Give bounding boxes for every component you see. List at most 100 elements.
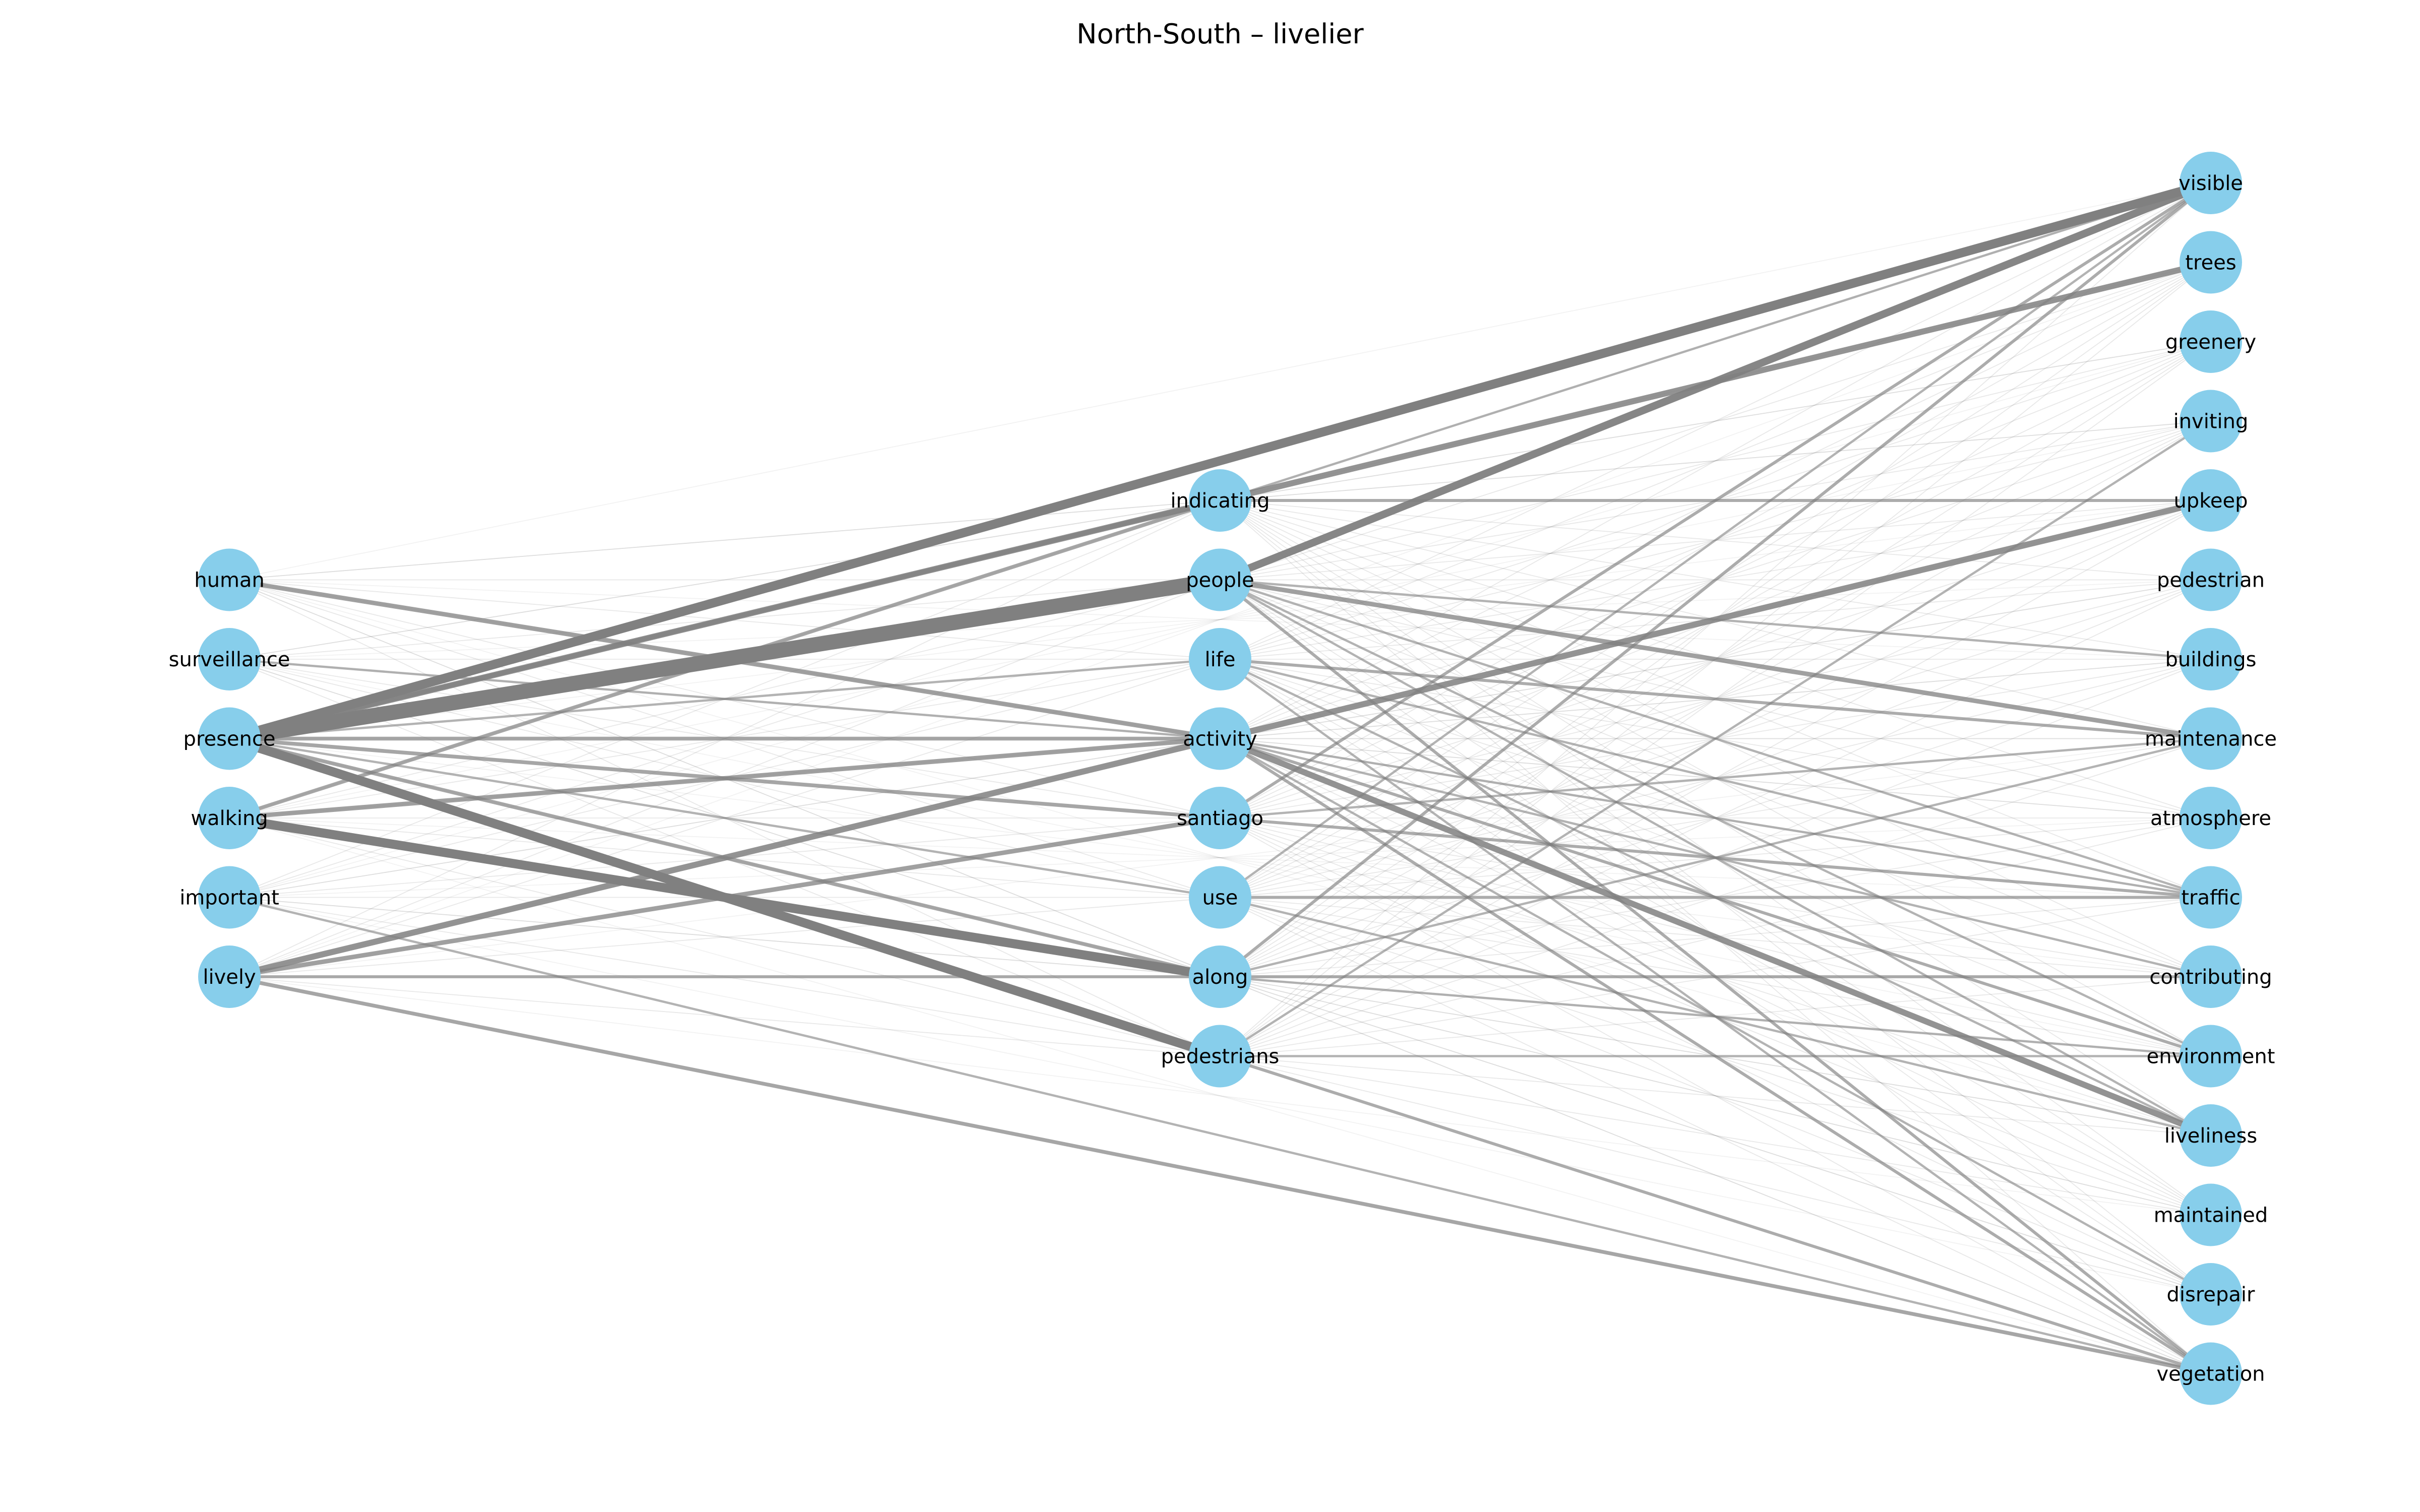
edge-people-maintenance [1218, 578, 2213, 741]
node-along: along [1189, 946, 1251, 1008]
node-circle [2180, 231, 2242, 294]
node-circle [2180, 1342, 2242, 1405]
node-circle [2180, 310, 2242, 373]
edge-lively-use [229, 897, 1221, 977]
node-circle [198, 946, 261, 1008]
edge-lively-vegetation [227, 975, 2213, 1376]
node-pedestrians: pedestrians [1161, 1025, 1280, 1088]
node-label: walking [191, 807, 268, 830]
node-label: environment [2147, 1045, 2275, 1068]
edge-santiago-vegetation [1220, 817, 2211, 1374]
node-circle [198, 707, 261, 770]
node-label: vegetation [2156, 1363, 2265, 1386]
node-label: pedestrian [2157, 569, 2265, 592]
node-label: use [1202, 887, 1238, 910]
graph-title: North-South – livelier [1076, 18, 1364, 50]
edge-walking-vegetation [229, 817, 2211, 1374]
edge-lively-maintenance [229, 738, 2211, 977]
node-circle [2180, 548, 2242, 611]
node-label: buildings [2165, 648, 2256, 671]
node-label: presence [184, 728, 276, 751]
node-vegetation: vegetation [2156, 1342, 2265, 1405]
node-label: atmosphere [2150, 807, 2271, 830]
edge-walking-inviting [229, 420, 2211, 818]
node-environment: environment [2147, 1025, 2275, 1088]
node-label: maintained [2154, 1204, 2268, 1227]
edge-people-greenery [1220, 341, 2211, 581]
node-people: people [1186, 548, 1254, 611]
edge-indicating-inviting [1220, 420, 2211, 501]
edge-walking-activity [227, 736, 1223, 821]
node-surveillance: surveillance [169, 628, 290, 690]
node-label: human [194, 569, 265, 592]
edge-presence-life [228, 658, 1222, 740]
edge-pedestrians-vegetation [1219, 1054, 2212, 1375]
node-circle [1189, 1025, 1251, 1088]
edge-layer [222, 178, 2215, 1376]
node-upkeep: upkeep [2173, 469, 2248, 532]
edge-indicating-greenery [1220, 341, 2211, 501]
node-indicating: indicating [1170, 469, 1270, 532]
node-important: important [179, 866, 279, 929]
node-circle [1189, 787, 1251, 849]
edge-important-disrepair [229, 897, 2211, 1295]
node-circle [198, 548, 261, 611]
node-maintained: maintained [2154, 1183, 2268, 1246]
edge-life-maintenance [1219, 658, 2212, 740]
edge-human-visible [229, 182, 2211, 581]
node-inviting: inviting [2173, 390, 2248, 453]
node-circle [2180, 469, 2242, 532]
node-maintenance: maintenance [2145, 707, 2277, 770]
node-circle [2180, 1104, 2242, 1167]
node-circle [2180, 1263, 2242, 1326]
node-label: maintenance [2145, 728, 2277, 751]
edge-use-disrepair [1220, 897, 2211, 1295]
node-lively: lively [198, 946, 261, 1008]
edge-human-buildings [229, 579, 2211, 660]
node-pedestrian: pedestrian [2157, 548, 2265, 611]
edge-along-vegetation [1220, 976, 2211, 1374]
edge-santiago-traffic [1219, 816, 2212, 899]
node-label: upkeep [2173, 489, 2248, 513]
node-label: lively [203, 966, 256, 989]
node-circle [2180, 787, 2242, 849]
node-activity: activity [1183, 707, 1257, 770]
node-circle [198, 628, 261, 690]
edge-pedestrians-maintained [1220, 1055, 2211, 1216]
node-use: use [1189, 866, 1251, 929]
edge-important-along [229, 897, 1221, 977]
edge-walking-along [225, 813, 1225, 981]
edge-important-greenery [229, 341, 2211, 898]
node-presence: presence [184, 707, 276, 770]
node-circle [1189, 707, 1251, 770]
node-circle [1189, 866, 1251, 929]
edge-pedestrians-liveliness [1220, 1055, 2211, 1136]
edge-lively-trees [229, 262, 2211, 977]
node-label: liveliness [2164, 1124, 2257, 1148]
edge-presence-people [222, 572, 1228, 746]
node-contributing: contributing [2149, 946, 2272, 1008]
node-label: pedestrians [1161, 1045, 1280, 1068]
node-circle [2180, 946, 2242, 1008]
edge-human-liveliness [229, 579, 2211, 1136]
node-label: traffic [2181, 887, 2240, 910]
edge-human-indicating [229, 500, 1221, 581]
edge-presence-visible [225, 178, 2215, 743]
edge-indicating-visible [1219, 181, 2212, 502]
node-santiago: santiago [1177, 787, 1263, 849]
edge-surveillance-indicating [229, 500, 1221, 660]
edge-activity-traffic [1219, 737, 2212, 899]
node-label: disrepair [2167, 1283, 2256, 1306]
edge-use-visible [1219, 181, 2212, 899]
node-life: life [1189, 628, 1251, 690]
edge-lively-activity [226, 735, 1223, 980]
node-traffic: traffic [2180, 866, 2242, 929]
node-buildings: buildings [2165, 628, 2257, 690]
edge-life-visible [1220, 182, 2211, 660]
node-label: along [1192, 966, 1248, 989]
node-greenery: greenery [2165, 310, 2256, 373]
edge-santiago-visible [1219, 181, 2212, 820]
edge-walking-traffic [229, 817, 2211, 898]
edge-presence-contributing [229, 738, 2211, 977]
edge-activity-upkeep [1217, 497, 2214, 742]
